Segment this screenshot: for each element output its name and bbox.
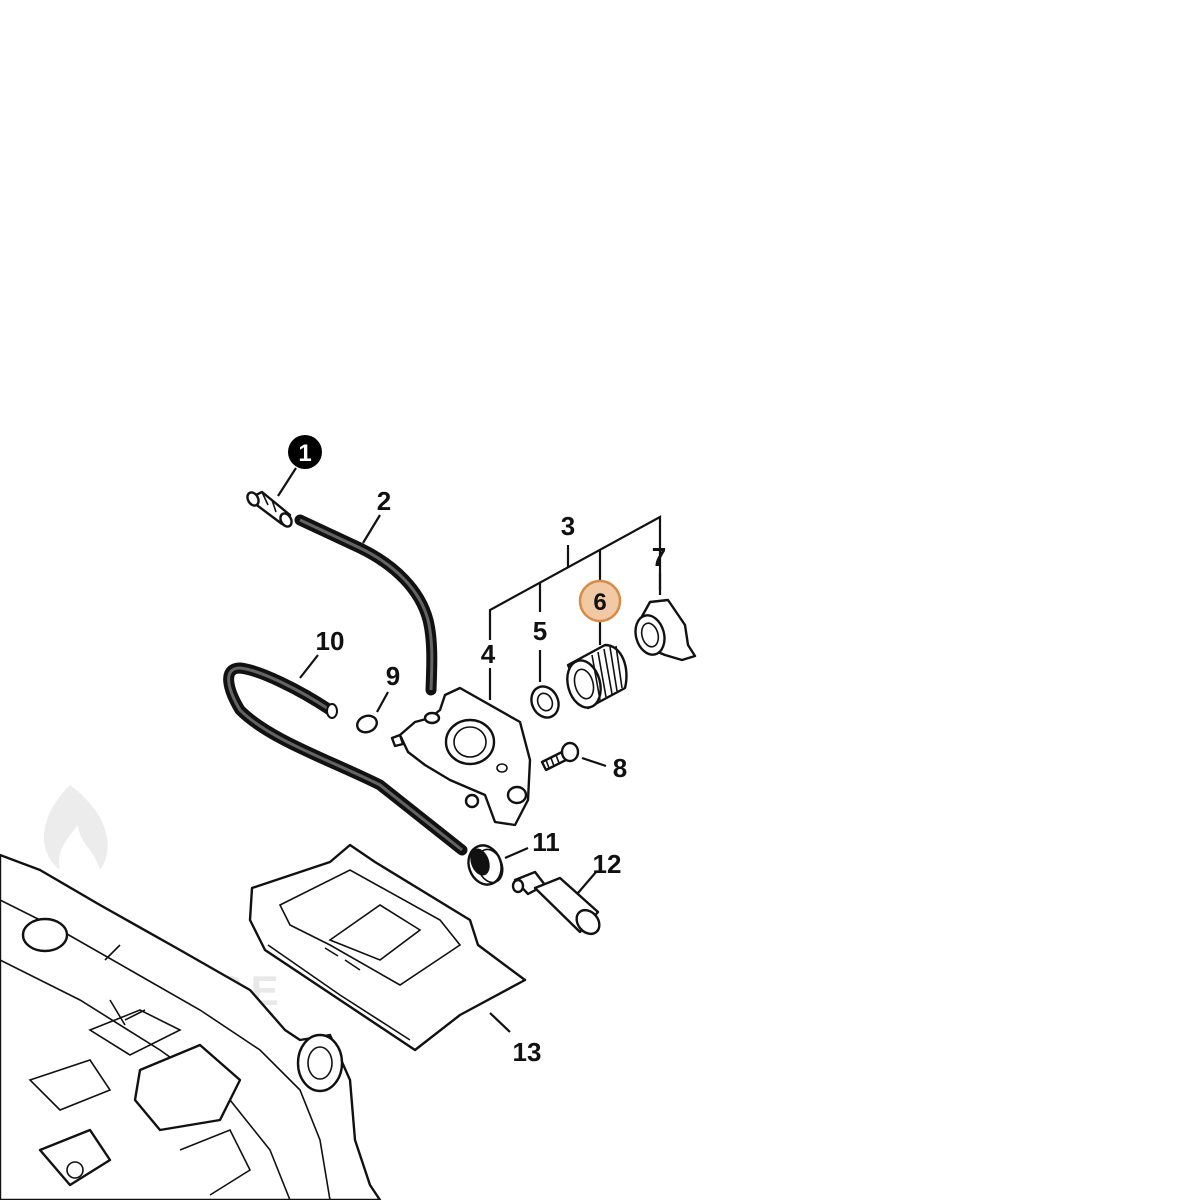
bracket-3: [488, 515, 662, 640]
badge-circle: [288, 435, 322, 469]
label-4: 4: [481, 639, 496, 669]
worm-gear-6[interactable]: [562, 643, 628, 711]
label-10: 10: [316, 626, 345, 656]
pin-12[interactable]: [511, 870, 604, 938]
leader-11: [504, 846, 529, 860]
washer-5[interactable]: [526, 682, 563, 722]
leader-9: [376, 691, 389, 713]
hose-2[interactable]: [294, 514, 438, 696]
highlight-number: 6: [593, 589, 606, 616]
leader-12: [577, 871, 597, 894]
label-12: 12: [593, 849, 622, 879]
label-3: 3: [561, 511, 575, 541]
hose-10[interactable]: [223, 662, 468, 856]
screw-8[interactable]: [540, 741, 580, 772]
leader-13: [489, 1012, 511, 1033]
grommet-11[interactable]: [463, 841, 507, 890]
label-9: 9: [386, 661, 400, 691]
leader-8: [581, 756, 607, 768]
label-7: 7: [652, 542, 666, 572]
oil-pump-4[interactable]: [390, 686, 532, 827]
highlight-circle: [578, 579, 622, 623]
cover-plate-13[interactable]: [248, 843, 527, 1052]
label-13: 13: [513, 1037, 542, 1067]
leader-2: [362, 514, 381, 544]
leader-1: [277, 467, 297, 497]
flame-logo: [43, 785, 108, 870]
cap-7[interactable]: [631, 598, 697, 662]
crankcase-housing: [0, 853, 382, 1200]
highlight-badge-6[interactable]: 6: [578, 579, 622, 623]
part-fitting[interactable]: [245, 490, 294, 528]
badge-part-1[interactable]: 1: [288, 435, 322, 469]
ring-9[interactable]: [355, 713, 379, 735]
label-2: 2: [377, 486, 391, 516]
label-5: 5: [533, 616, 547, 646]
label-8: 8: [613, 753, 627, 783]
label-11: 11: [532, 827, 560, 857]
badge-number: 1: [298, 440, 311, 467]
leader-10: [299, 654, 319, 679]
